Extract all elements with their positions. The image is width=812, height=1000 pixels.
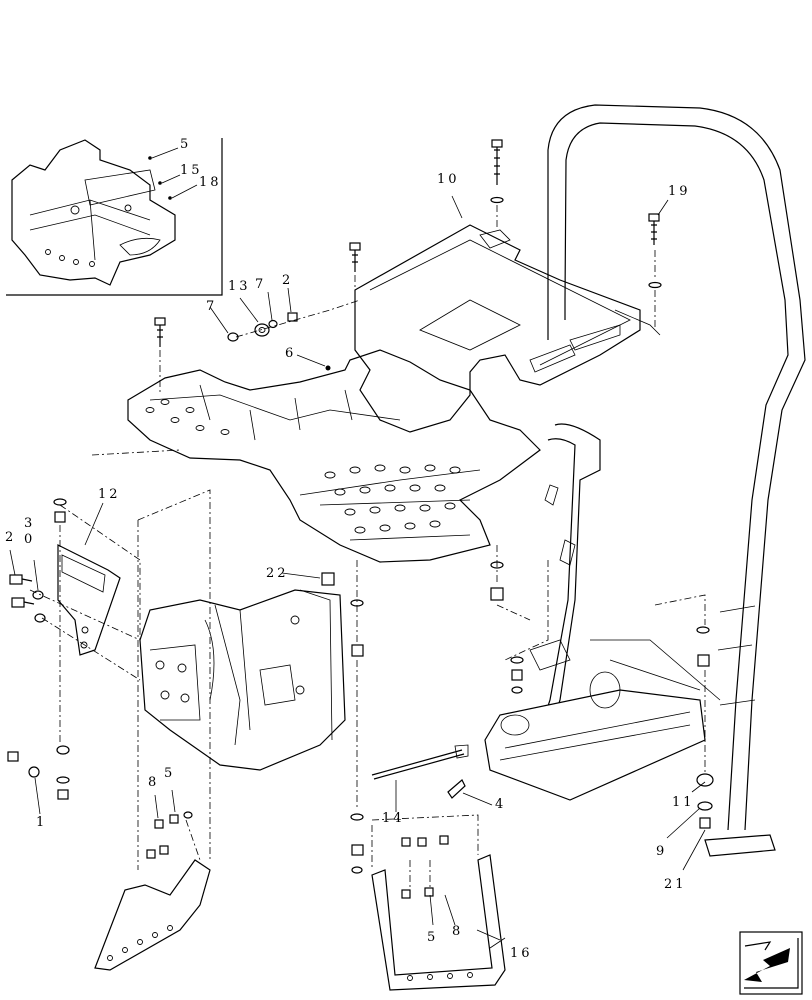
callout-8-left: 8 (148, 775, 159, 790)
callout-13: 13 (228, 279, 251, 294)
callout-12: 12 (98, 487, 121, 502)
callout-5-bottom: 5 (427, 930, 438, 945)
left-chassis-housing (139, 589, 346, 771)
leader-lines (9, 195, 706, 949)
bracket-part-12 (57, 544, 121, 656)
left-step-bracket (94, 859, 211, 971)
callout-6: 6 (285, 346, 296, 361)
callout-22: 22 (266, 566, 289, 581)
callout-16: 16 (510, 946, 533, 961)
callout-8-bottom: 8 (452, 924, 463, 939)
floor-holes (145, 399, 461, 534)
callout-7: 7 (206, 299, 217, 314)
callouts: 5 15 18 10 19 13 7 2 7 6 12 2 3 22 1 8 5… (5, 137, 695, 961)
callout-15: 15 (180, 163, 203, 178)
callout-14: 14 (382, 811, 405, 826)
rod-part-14 (371, 744, 469, 780)
hardware-fasteners (7, 139, 714, 899)
callout-21: 21 (664, 877, 687, 892)
callout-3: 3 (24, 516, 35, 531)
callout-17: 7 (255, 277, 266, 292)
right-side-base (484, 639, 721, 801)
callout-10: 10 (437, 172, 460, 187)
navigation-arrow-icon[interactable] (739, 931, 803, 995)
alignment-lines (29, 205, 706, 890)
callout-2-left: 2 (5, 530, 16, 545)
rops-frame (539, 104, 806, 857)
callout-1: 1 (36, 815, 47, 830)
step-part-16 (371, 854, 506, 991)
callout-4: 4 (495, 797, 506, 812)
callout-5-left: 5 (164, 766, 175, 781)
callout-5-inset: 5 (180, 137, 191, 152)
callout-2-top: 2 (282, 273, 293, 288)
callout-11: 11 (672, 795, 695, 810)
callout-18: 18 (199, 175, 222, 190)
callout-19: 19 (668, 184, 691, 199)
callout-20-suffix: 0 (24, 532, 35, 547)
callout-9: 9 (656, 844, 667, 859)
operator-platform (127, 224, 661, 563)
inset-detail-view (6, 138, 223, 296)
